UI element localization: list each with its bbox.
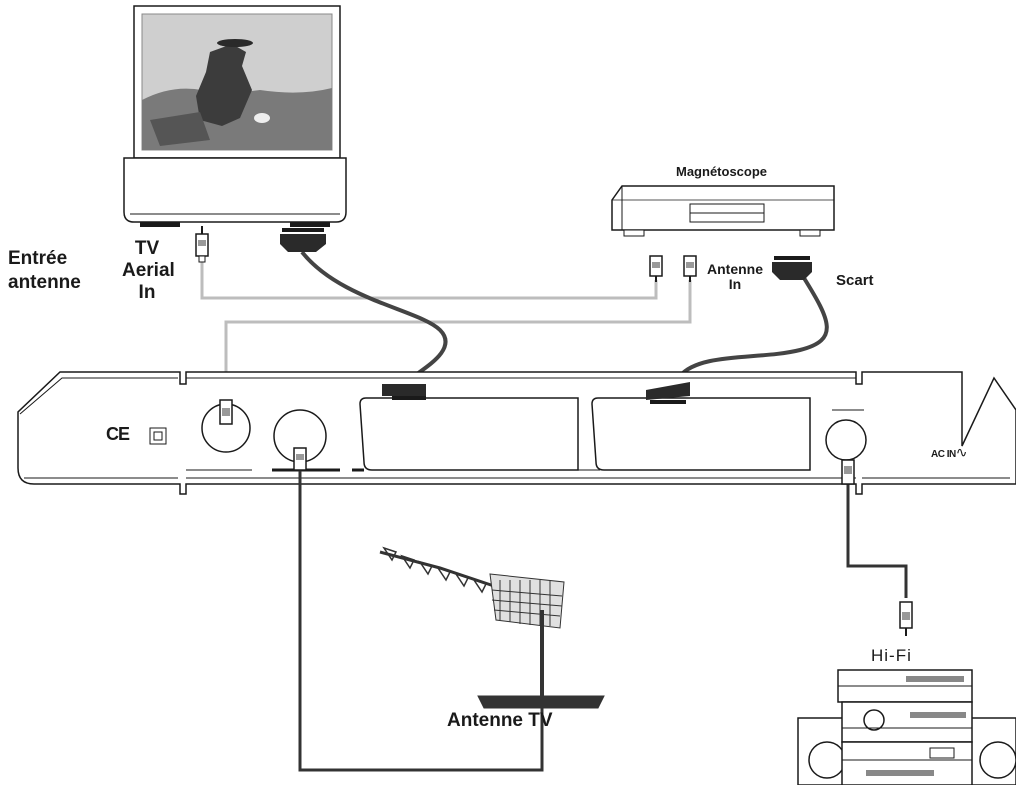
scart-label: Scart	[836, 272, 874, 289]
antenna-input-plug	[293, 447, 307, 471]
tv-aerial-plug	[195, 226, 209, 263]
antenne-tv-label: Antenne TV	[447, 710, 553, 731]
tv-aerial-in-label: TV Aerial In	[122, 238, 175, 303]
aerial-cables	[200, 262, 692, 398]
panel-scart-plugs	[382, 382, 690, 404]
hifi-system	[797, 669, 1016, 785]
vcr-scart-plug	[772, 256, 812, 280]
antenne-in-label: Antenne In	[707, 261, 763, 292]
scart-cables	[300, 250, 829, 380]
tv-antenna	[379, 546, 605, 709]
tv-screen-image	[142, 39, 332, 150]
tv-scart-plug	[280, 228, 326, 252]
ac-in-label: AC IN∿	[931, 444, 968, 460]
vcr-device	[611, 185, 835, 237]
vcr-aerial-plugs	[649, 255, 697, 282]
tv-set	[123, 5, 347, 227]
magnetoscope-label: Magnétoscope	[676, 164, 768, 179]
entree-antenne-label: Entrée antenne	[8, 248, 81, 293]
audio-plugs	[841, 459, 913, 636]
ac-wave-icon: ∿	[955, 444, 968, 460]
panel-aerial-plug	[219, 399, 233, 425]
receiver-back-panel	[17, 371, 1016, 495]
ce-mark-label: CE	[106, 424, 130, 444]
audio-cable	[846, 484, 908, 598]
hifi-label: Hi-Fi	[871, 646, 912, 665]
